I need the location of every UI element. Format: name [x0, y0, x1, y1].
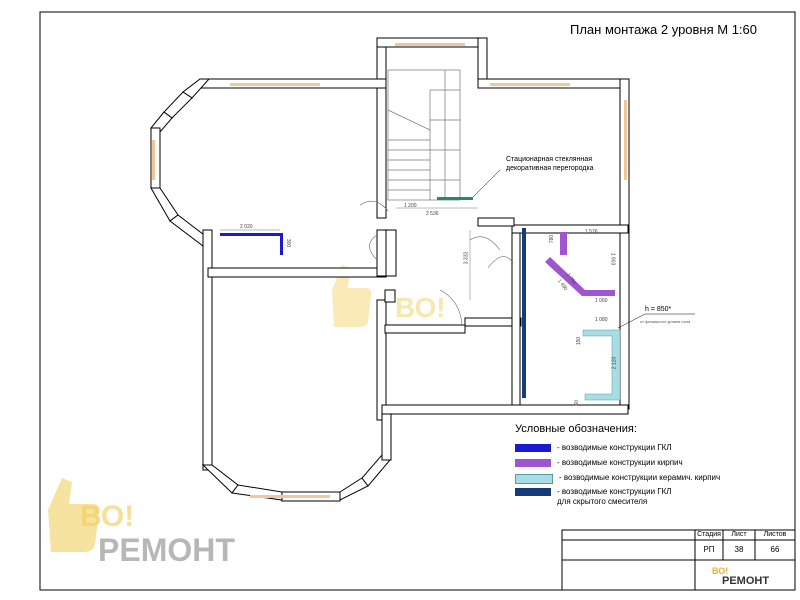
dimension-label: 1 576	[585, 229, 598, 235]
brick-wall-2	[545, 257, 615, 296]
watermark-bo-center: ВО!	[395, 292, 446, 323]
legend-swatch-gkl	[515, 444, 551, 452]
dimension-label: 60	[573, 400, 580, 406]
legend-item-gkl-hidden: - возводимые конструкции ГКЛ для скрытог…	[515, 487, 672, 507]
dimension-label: 150	[576, 336, 583, 346]
watermark-brand: РЕМОНТ	[98, 532, 235, 568]
dimension-label: 2 120	[611, 356, 618, 370]
height-sub-annotation: от финишного уровня пола	[640, 319, 691, 324]
gkl-wall	[220, 233, 282, 236]
stamp-sheets-header: Листов	[763, 531, 787, 538]
partition-annotation: Стационарная стеклянная декоративная пер…	[506, 155, 594, 173]
page-title: План монтажа 2 уровня М 1:60	[570, 22, 758, 37]
legend-label: - возводимые конструкции ГКЛ	[557, 443, 672, 452]
title-block	[561, 529, 796, 591]
dimension-label: 2 020	[240, 224, 253, 230]
dimension-label: 780	[549, 234, 556, 244]
sheet-frame	[39, 11, 796, 591]
glass-partition	[437, 197, 473, 200]
brick-wall-1	[560, 232, 567, 255]
gkl-hidden-mixer-wall	[522, 228, 526, 398]
legend-item-ceramic: - возводимые конструкции керамич. кирпич	[515, 473, 720, 484]
legend-swatch-gkl-hidden	[515, 488, 551, 496]
dimension-label: 1 080	[595, 317, 608, 323]
legend-swatch-brick	[515, 459, 551, 467]
legend-item-brick: - возводимые конструкции кирпич	[515, 458, 683, 468]
stamp-sheet-header: Лист	[731, 531, 747, 538]
dimension-lines	[220, 207, 478, 300]
partition-leader	[472, 169, 501, 198]
doors	[359, 200, 514, 326]
stamp-sheet: 38	[734, 545, 744, 554]
dimension-label: 3 332	[463, 251, 470, 265]
dimension-label: 1 903	[609, 252, 616, 266]
dimension-label: 300	[285, 238, 292, 248]
stamp-stage-header: Стадия	[697, 531, 721, 538]
dimension-label: 2 536	[426, 211, 439, 217]
legend-title: Условные обозначения:	[515, 423, 637, 435]
legend-label-line2: для скрытого смесителя	[557, 497, 648, 506]
watermark-bo: ВО!	[80, 500, 135, 533]
dimension-label: 1 060	[595, 298, 608, 304]
gkl-wall-return	[280, 233, 283, 255]
legend-label: - возводимые конструкции кирпич	[557, 458, 683, 467]
watermark-thumb-icon	[48, 478, 100, 552]
partition-line2: декоративная перегородка	[506, 165, 594, 172]
partition-line1: Стационарная стеклянная	[506, 156, 592, 163]
stamp-stage: РП	[703, 545, 715, 554]
height-annotation: h = 850*	[645, 306, 672, 313]
legend-item-gkl: - возводимые конструкции ГКЛ	[515, 443, 672, 453]
windows	[152, 43, 627, 498]
legend-label: - возводимые конструкции керамич. кирпич	[559, 473, 721, 482]
ceramic-brick-wall	[582, 329, 621, 401]
stamp-sheets: 66	[770, 545, 780, 554]
staircase	[387, 69, 461, 201]
legend-label: - возводимые конструкции ГКЛ	[557, 487, 672, 496]
watermark-thumb-center	[332, 265, 372, 327]
stamp-logo-bo: ВО!	[712, 566, 729, 576]
stamp-logo-brand: РЕМОНТ	[722, 575, 770, 587]
dimension-label: 1 200	[404, 203, 417, 209]
legend-swatch-ceramic	[515, 474, 553, 484]
height-leader	[617, 313, 646, 329]
